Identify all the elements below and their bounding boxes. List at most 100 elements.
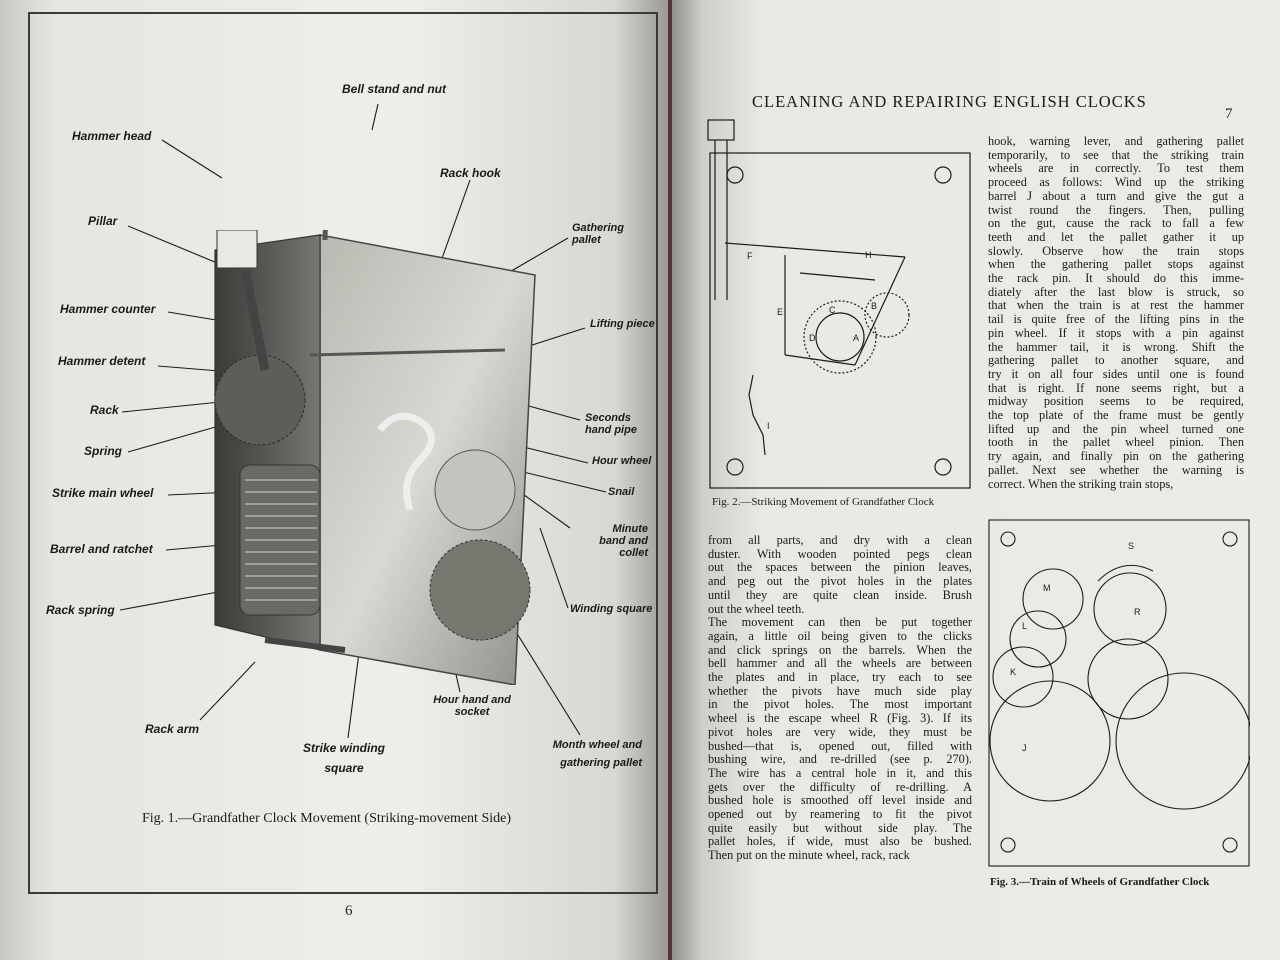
label-seconds-hand-pipe: Seconds hand pipe	[585, 412, 637, 436]
text-line: from all parts, and dry with a clean	[708, 533, 972, 547]
text-line: and peg out the pivot holes in the plate…	[708, 574, 972, 589]
fig2-letter-B: B	[871, 301, 877, 311]
text-line: on the gut, cause the rack to fall a few	[988, 216, 1244, 231]
fig3-letter-L: L	[1022, 621, 1027, 631]
text-line: barrel J about a turn and give the gut a	[988, 188, 1244, 203]
text-line: in the pivot holes. The most important	[708, 697, 972, 712]
fig1-caption: Fig. 1.—Grandfather Clock Movement (Stri…	[142, 811, 511, 826]
fig2-letter-H: H	[865, 250, 872, 260]
text-line: midway position seems to be required,	[988, 394, 1244, 409]
fig2-letter-A: A	[853, 333, 859, 343]
label-rack-hook: Rack hook	[440, 166, 501, 180]
label-gathering-pallet: Gathering pallet	[572, 222, 624, 246]
fig2-letter-E: E	[777, 307, 783, 317]
text-line: duster. With wooden pointed pegs clean	[708, 546, 972, 561]
text-line: the plates and in place, try each to see	[708, 670, 972, 685]
fig2-letter-C: C	[829, 305, 836, 315]
fig3-letter-R: R	[1134, 607, 1141, 617]
label-barrel-and-ratchet: Barrel and ratchet	[50, 542, 153, 556]
clock-movement-photo	[214, 230, 536, 685]
text-line: again, a little oil being given to the c…	[708, 628, 972, 643]
text-line: the top plate of the frame must be gentl…	[988, 408, 1244, 423]
text-line: whether the pivots have much side play	[708, 683, 972, 698]
fig3-letter-S: S	[1128, 541, 1134, 551]
text-line: gathering pallet to another square, and	[988, 353, 1244, 368]
text-line: out the wheel teeth.	[708, 601, 805, 616]
label-pillar: Pillar	[88, 214, 118, 228]
running-head: CLEANING AND REPAIRING ENGLISH CLOCKS	[752, 92, 1147, 111]
text-line: diately after the last blow is struck, s…	[988, 284, 1244, 299]
fig3-caption: Fig. 3.—Train of Wheels of Grandfather C…	[990, 876, 1210, 888]
fig3-letter-K: K	[1010, 667, 1016, 677]
fig1-frame	[28, 12, 658, 894]
text-line: twist round the fingers. Then, pulling	[988, 202, 1244, 217]
text-line: pivot holes are very wide, they must be	[708, 724, 972, 739]
fig2-caption: Fig. 2.—Striking Movement of Grandfather…	[712, 496, 935, 508]
label-rack-spring: Rack spring	[46, 603, 115, 617]
text-line: hook, warning lever, and gathering palle…	[988, 134, 1244, 148]
label-hammer-detent: Hammer detent	[58, 354, 146, 368]
label-strike-winding-square: Strike winding square	[302, 741, 385, 775]
left-page-number: 6	[345, 903, 353, 919]
label-month-wheel: Month wheel and gathering pallet	[552, 739, 642, 769]
text-line: until they are quite clean inside. Brush	[708, 587, 972, 602]
text-column-right-top: hook, warning lever, and gathering palle…	[988, 134, 1244, 491]
label-rack-arm: Rack arm	[145, 722, 200, 736]
text-line: correct. When the striking train stops,	[988, 476, 1174, 491]
text-line: tail is quite free of the lifting pins i…	[988, 312, 1244, 327]
text-line: temporarily, to see that the striking tr…	[988, 147, 1244, 162]
label-hammer-head: Hammer head	[72, 129, 152, 143]
label-spring: Spring	[84, 444, 122, 458]
text-line: quite easily but without side play. The	[708, 820, 972, 835]
text-line: opened out by reamering to fit the pivot	[708, 807, 972, 822]
text-line: wheels are in correctly. To test them	[988, 161, 1244, 176]
fig3-letter-J: J	[1022, 743, 1027, 753]
label-lifting-piece: Lifting piece	[590, 318, 655, 330]
text-line: gets over the difficulty of re-drilling.…	[708, 779, 972, 794]
fig3-train-of-wheels-diagram: S M R L K J	[988, 519, 1250, 867]
text-line: when the gathering pallet stops against	[988, 257, 1244, 272]
fig3-letter-M: M	[1043, 583, 1051, 593]
label-rack: Rack	[90, 403, 119, 417]
text-line: Then put on the minute wheel, rack, rack	[708, 848, 910, 863]
fig2-striking-movement-diagram: F H E C B D A I	[707, 119, 971, 489]
text-line: teeth and let the pallet gather it up	[988, 229, 1244, 244]
label-hour-hand-and-socket: Hour hand and socket	[433, 694, 511, 718]
text-line: proceed as follows: Wind up the striking	[988, 175, 1244, 190]
text-line: pallet holes, if wide, must also be bush…	[708, 834, 972, 849]
text-line: The wire has a central hole in it, and t…	[708, 765, 972, 780]
label-bell-stand: Bell stand and nut	[342, 82, 447, 96]
fig2-letter-I: I	[767, 421, 770, 431]
text-line: that when the train is at rest the hamme…	[988, 298, 1244, 313]
text-line: and click springs on the barrels. When t…	[708, 642, 972, 657]
left-page: Bell stand and nut Hammer head Rack hook…	[0, 0, 668, 960]
text-line: that is right. If none seems right, but …	[988, 380, 1244, 395]
text-line: pin wheel. If it stops with a pin agains…	[988, 325, 1244, 340]
label-minute-band: Minute band and collet	[599, 523, 648, 559]
text-line: wheel is the escape wheel R (Fig. 3). If…	[708, 711, 972, 726]
fig2-letter-F: F	[747, 251, 753, 261]
text-line: out the spaces between the pinion leaves…	[708, 560, 972, 575]
right-page	[672, 0, 1280, 960]
text-line: bushed hole is smoothed off level inside…	[708, 793, 972, 808]
text-line: bushed—that is, opened out, filled with	[708, 738, 972, 753]
right-page-number: 7	[1225, 106, 1233, 122]
text-line: The movement can then be put together	[708, 615, 972, 630]
text-line: try it on all four sides until one is fo…	[988, 366, 1244, 381]
text-line: bell hammer and all the wheels are betwe…	[708, 656, 972, 671]
label-hammer-counter: Hammer counter	[60, 302, 156, 316]
label-winding-square: Winding square	[570, 603, 653, 615]
text-line: the rack pin. It should do this imme-	[988, 271, 1244, 286]
label-snail: Snail	[608, 486, 635, 498]
label-strike-main-wheel: Strike main wheel	[52, 486, 154, 500]
text-line: slowly. Observe how the train stops	[988, 243, 1244, 258]
text-line: try again, and finally pin on the gather…	[988, 449, 1244, 464]
fig2-letter-D: D	[809, 333, 816, 343]
text-line: tooth in the pallet wheel pinion. Then	[988, 435, 1244, 450]
text-line: pallet. Next see whether the warning is	[988, 462, 1244, 477]
label-hour-wheel: Hour wheel	[592, 455, 652, 467]
text-line: lifted up and the pin wheel turned one	[988, 421, 1244, 436]
text-line: bushing wire, and re-drilled (see p. 270…	[708, 752, 972, 767]
text-line: the hammer tail, it is wrong. Shift the	[988, 339, 1244, 354]
